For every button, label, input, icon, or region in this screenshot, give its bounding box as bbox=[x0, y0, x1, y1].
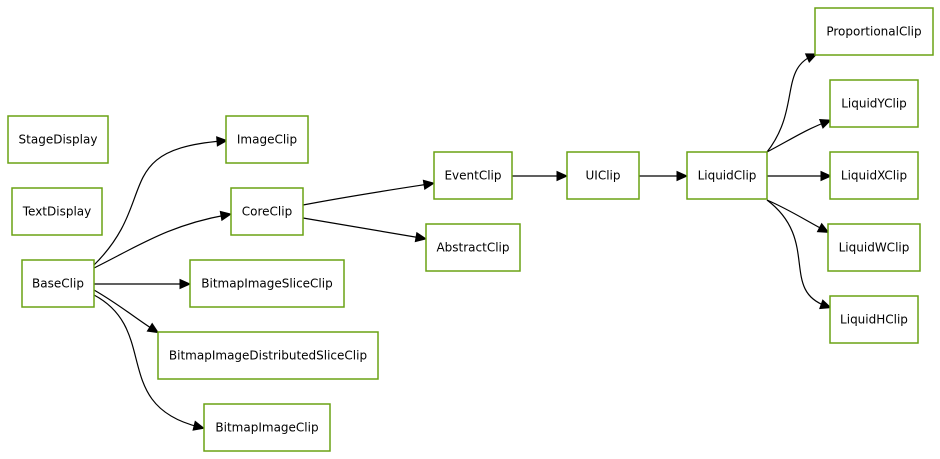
arrowhead-eventclip bbox=[422, 179, 436, 191]
node-label: StageDisplay bbox=[19, 133, 98, 147]
node-box bbox=[829, 79, 919, 128]
arrowhead-coreclip bbox=[219, 210, 233, 222]
arrowhead-liquidxclip bbox=[820, 170, 833, 182]
node-box bbox=[21, 259, 95, 308]
arrowhead-proportionalclip bbox=[804, 53, 818, 64]
node-bitmapimagedistributedsliceclip: BitmapImageDistributedSliceClip bbox=[157, 331, 379, 380]
node-box bbox=[225, 115, 309, 164]
node-liquidyclip: LiquidYClip bbox=[829, 79, 919, 128]
edge-liquidclip-to-liquidyclip bbox=[766, 121, 827, 153]
node-box bbox=[203, 403, 331, 452]
node-box bbox=[157, 331, 379, 380]
arrowhead-abstractclip bbox=[414, 231, 428, 243]
node-proportionalclip: ProportionalClip bbox=[814, 7, 934, 56]
node-box bbox=[433, 151, 513, 200]
node-stagedisplay: StageDisplay bbox=[7, 115, 109, 164]
edges-layer bbox=[93, 53, 833, 431]
node-label: ImageClip bbox=[237, 133, 297, 147]
arrowhead-bitmapimagedistributedsliceclip bbox=[146, 322, 160, 334]
node-baseclip: BaseClip bbox=[21, 259, 95, 308]
node-liquidxclip: LiquidXClip bbox=[829, 151, 919, 200]
edge-liquidclip-to-proportionalclip bbox=[766, 55, 813, 153]
node-label: ProportionalClip bbox=[826, 25, 921, 39]
edge-coreclip-to-eventclip bbox=[302, 183, 430, 206]
edge-liquidclip-to-liquidwclip bbox=[766, 199, 825, 231]
edge-baseclip-to-coreclip bbox=[93, 214, 227, 269]
node-eventclip: EventClip bbox=[433, 151, 513, 200]
node-label: TextDisplay bbox=[22, 205, 92, 219]
node-label: BaseClip bbox=[32, 277, 84, 291]
arrowhead-imageclip bbox=[216, 136, 229, 147]
node-box bbox=[829, 295, 919, 344]
edge-baseclip-to-imageclip bbox=[93, 140, 223, 266]
node-textdisplay: TextDisplay bbox=[11, 187, 103, 236]
node-box bbox=[566, 151, 640, 200]
node-liquidhclip: LiquidHClip bbox=[829, 295, 919, 344]
arrowhead-liquidhclip bbox=[819, 299, 832, 310]
node-box bbox=[686, 151, 768, 200]
node-label: AbstractClip bbox=[436, 241, 509, 255]
node-label: BitmapImageDistributedSliceClip bbox=[169, 349, 367, 363]
node-label: LiquidHClip bbox=[840, 313, 908, 327]
node-label: LiquidClip bbox=[698, 169, 757, 183]
node-box bbox=[7, 115, 109, 164]
node-box bbox=[11, 187, 103, 236]
edge-baseclip-to-bitmapimageclip bbox=[93, 294, 200, 428]
node-imageclip: ImageClip bbox=[225, 115, 309, 164]
node-bitmapimageclip: BitmapImageClip bbox=[203, 403, 331, 452]
arrowhead-bitmapimageclip bbox=[192, 420, 206, 431]
edge-liquidclip-to-liquidhclip bbox=[766, 199, 827, 307]
node-bitmapimagesliceclip: BitmapImageSliceClip bbox=[189, 259, 345, 308]
edge-baseclip-to-bitmapimagedistributedsliceclip bbox=[93, 289, 155, 331]
node-label: UIClip bbox=[586, 169, 621, 183]
node-box bbox=[189, 259, 345, 308]
node-label: LiquidYClip bbox=[841, 97, 907, 111]
node-label: EventClip bbox=[444, 169, 501, 183]
edge-coreclip-to-abstractclip bbox=[302, 217, 422, 239]
node-box bbox=[425, 223, 521, 272]
arrowhead-liquidwclip bbox=[816, 222, 830, 233]
node-liquidwclip: LiquidWClip bbox=[827, 223, 921, 272]
arrowhead-liquidclip bbox=[676, 170, 689, 182]
arrowhead-liquidyclip bbox=[818, 119, 832, 129]
node-box bbox=[829, 151, 919, 200]
arrowhead-bitmapimagesliceclip bbox=[179, 278, 192, 290]
node-coreclip: CoreClip bbox=[230, 187, 304, 236]
node-label: LiquidXClip bbox=[841, 169, 907, 183]
node-box bbox=[827, 223, 921, 272]
arrowhead-uiclip bbox=[556, 170, 569, 182]
node-box bbox=[230, 187, 304, 236]
node-label: BitmapImageSliceClip bbox=[201, 277, 332, 291]
node-label: LiquidWClip bbox=[839, 241, 910, 255]
node-uiclip: UIClip bbox=[566, 151, 640, 200]
node-box bbox=[814, 7, 934, 56]
node-abstractclip: AbstractClip bbox=[425, 223, 521, 272]
node-label: CoreClip bbox=[242, 205, 292, 219]
node-liquidclip: LiquidClip bbox=[686, 151, 768, 200]
node-label: BitmapImageClip bbox=[215, 421, 318, 435]
